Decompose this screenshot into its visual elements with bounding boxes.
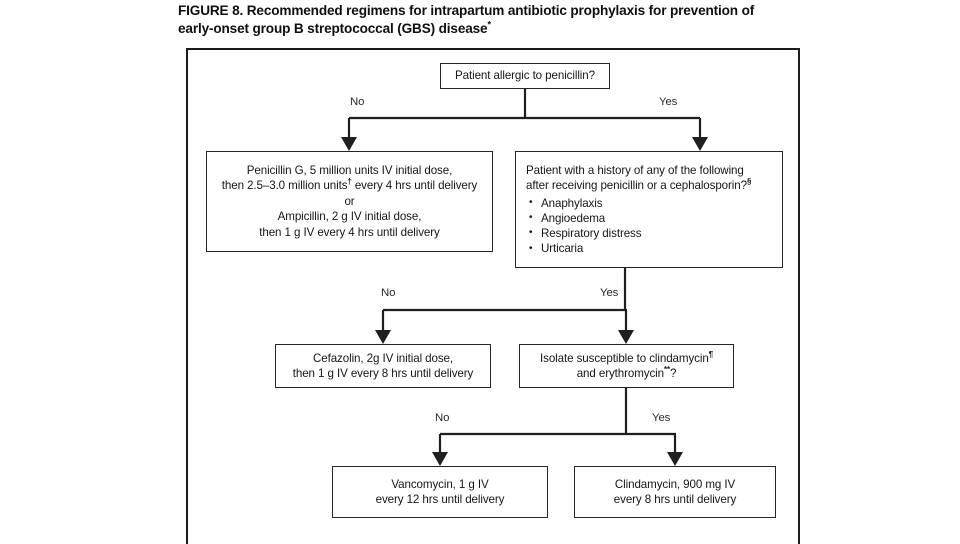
arrowhead-to-cefazolin [375, 330, 391, 344]
penicillin-line-2-prefix: then 2.5–3.0 million units [221, 179, 348, 193]
node-penicillin-allergy-question[interactable]: Patient allergic to penicillin? [440, 63, 610, 89]
isolate-line-2: and erythromycin**? [577, 366, 677, 381]
node-allergy-history-question[interactable]: Patient with a history of any of the fol… [515, 151, 783, 268]
branch-label-isolate-yes: Yes [652, 412, 671, 424]
arrowhead-to-clindamycin [667, 452, 683, 466]
arrowhead-to-penicillin [341, 137, 357, 151]
node-allergy-text: Patient allergic to penicillin? [455, 69, 595, 83]
figure-caption: FIGURE 8. Recommended regimens for intra… [178, 2, 878, 37]
figure-caption-line-1: FIGURE 8. Recommended regimens for intra… [178, 3, 755, 18]
double-asterisk-icon: ** [664, 365, 670, 375]
list-item: Respiratory distress [526, 225, 773, 241]
isolate-line-1-text: Isolate susceptible to clindamycin [540, 351, 709, 365]
isolate-line-2-text: and erythromycin [576, 367, 665, 380]
branch-label-history-yes: Yes [600, 287, 619, 299]
history-symptom-list: Anaphylaxis Angioedema Respiratory distr… [526, 195, 773, 257]
list-item: Angioedema [526, 210, 773, 226]
node-penicillin-regimen[interactable]: Penicillin G, 5 million units IV initial… [206, 151, 493, 252]
dagger-icon: † [347, 177, 352, 187]
figure-caption-asterisk: * [487, 18, 491, 29]
figure-caption-line-2: early-onset group B streptococcal (GBS) … [178, 18, 878, 38]
arrowhead-to-vancomycin [432, 452, 448, 466]
clindamycin-line-2: every 8 hrs until delivery [613, 493, 737, 506]
node-isolate-susceptibility-question[interactable]: Isolate susceptible to clindamycin¶ and … [519, 344, 734, 388]
arrowhead-to-history [692, 137, 708, 151]
node-clindamycin-regimen[interactable]: Clindamycin, 900 mg IV every 8 hrs until… [574, 466, 776, 518]
list-item: Anaphylaxis [526, 195, 773, 211]
vancomycin-line-2: every 12 hrs until delivery [375, 493, 505, 506]
cefazolin-line-2: then 1 g IV every 8 hrs until delivery [292, 367, 474, 380]
figure-caption-line-2-text: early-onset group B streptococcal (GBS) … [178, 20, 488, 36]
penicillin-line-4: Ampicillin, 2 g IV initial dose, [277, 210, 422, 224]
cefazolin-line-1: Cefazolin, 2g IV initial dose, [312, 351, 454, 365]
history-line-2-text: after receiving penicillin or a cephalos… [526, 179, 747, 193]
branch-label-allergy-yes: Yes [659, 96, 678, 108]
branch-label-isolate-no: No [435, 412, 450, 424]
arrowhead-to-isolate [618, 330, 634, 344]
node-cefazolin-regimen[interactable]: Cefazolin, 2g IV initial dose, then 1 g … [275, 344, 491, 388]
penicillin-line-1: Penicillin G, 5 million units IV initial… [246, 163, 453, 177]
branch-label-history-no: No [381, 287, 396, 299]
penicillin-line-2-suffix: every 4 hrs until delivery [351, 179, 478, 193]
isolate-line-2-suffix: ? [669, 367, 677, 380]
isolate-line-1: Isolate susceptible to clindamycin¶ [540, 349, 713, 366]
penicillin-line-3-or: or [344, 194, 355, 208]
node-vancomycin-regimen[interactable]: Vancomycin, 1 g IV every 12 hrs until de… [332, 466, 548, 518]
penicillin-line-5: then 1 g IV every 4 hrs until delivery [259, 225, 440, 239]
list-item: Urticaria [526, 241, 773, 256]
branch-label-allergy-no: No [350, 96, 365, 108]
pilcrow-icon: ¶ [708, 349, 713, 359]
figure-frame [186, 48, 800, 544]
clindamycin-line-1: Clindamycin, 900 mg IV [614, 477, 736, 491]
vancomycin-line-1: Vancomycin, 1 g IV [391, 477, 489, 491]
penicillin-line-2: then 2.5–3.0 million units† every 4 hrs … [221, 177, 478, 193]
section-sign-icon: § [746, 177, 752, 187]
history-line-2: after receiving penicillin or a cephalos… [526, 178, 773, 193]
history-line-1: Patient with a history of any of the fol… [526, 163, 744, 177]
